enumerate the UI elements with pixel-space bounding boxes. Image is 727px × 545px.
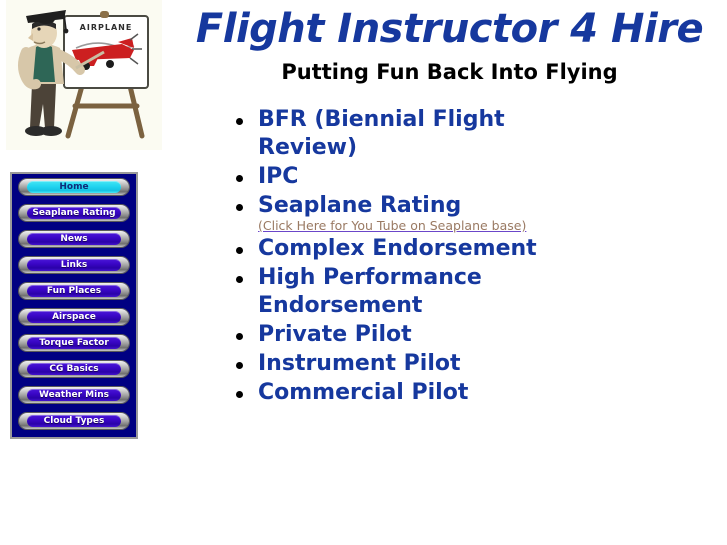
- sidebar-item-label: News: [60, 234, 88, 244]
- list-item: BFR (Biennial Flight Review): [230, 106, 558, 162]
- sidebar-item-links[interactable]: Links: [19, 257, 129, 273]
- sidebar-item-label: CG Basics: [49, 364, 99, 374]
- page-subtitle: Putting Fun Back Into Flying: [281, 60, 618, 84]
- sidebar-item-home-pill: Home: [27, 181, 121, 193]
- service-label: Private Pilot: [258, 322, 412, 347]
- sidebar-item-torque-factor-pill: Torque Factor: [27, 337, 121, 349]
- list-item: IPC: [230, 163, 558, 191]
- sidebar-item-news[interactable]: News: [19, 231, 129, 247]
- list-item: Commercial Pilot: [230, 379, 558, 407]
- sidebar-item-label: Weather Mins: [39, 390, 109, 400]
- sidebar-item-label: Home: [59, 182, 89, 192]
- service-label: Instrument Pilot: [258, 351, 461, 376]
- service-label: Complex Endorsement: [258, 236, 537, 261]
- service-label: Seaplane Rating: [258, 193, 462, 218]
- sidebar-item-label: Links: [60, 260, 88, 270]
- sidebar-nav: Home Seaplane Rating News Links Fun Plac…: [10, 172, 138, 439]
- left-column: AIRPLANE: [0, 0, 172, 545]
- instructor-illustration-svg: AIRPLANE: [6, 0, 162, 150]
- list-item: High Performance Endorsement: [230, 264, 558, 320]
- service-label: Commercial Pilot: [258, 380, 469, 405]
- sidebar-item-cg-basics-pill: CG Basics: [27, 363, 121, 375]
- sidebar-item-cg-basics[interactable]: CG Basics: [19, 361, 129, 377]
- main-content: Flight Instructor 4 Hire Putting Fun Bac…: [172, 0, 727, 545]
- sidebar-item-label: Airspace: [52, 312, 96, 322]
- sidebar-item-label: Fun Places: [46, 286, 102, 296]
- sidebar-item-seaplane-rating-pill: Seaplane Rating: [27, 207, 121, 219]
- list-item: Instrument Pilot: [230, 350, 558, 378]
- list-item: Seaplane Rating (Click Here for You Tube…: [230, 192, 558, 233]
- sidebar-item-fun-places-pill: Fun Places: [27, 285, 121, 297]
- list-item: Complex Endorsement: [230, 235, 558, 263]
- instructor-illustration: AIRPLANE: [6, 0, 162, 150]
- sidebar-item-links-pill: Links: [27, 259, 121, 271]
- sidebar-item-label: Seaplane Rating: [32, 208, 116, 218]
- sidebar-item-seaplane-rating[interactable]: Seaplane Rating: [19, 205, 129, 221]
- sidebar-item-label: Torque Factor: [39, 338, 109, 348]
- sidebar-item-home[interactable]: Home: [19, 179, 129, 195]
- sidebar-item-label: Cloud Types: [43, 416, 105, 426]
- sidebar-item-torque-factor[interactable]: Torque Factor: [19, 335, 129, 351]
- sidebar-item-weather-mins[interactable]: Weather Mins: [19, 387, 129, 403]
- sidebar-item-airspace-pill: Airspace: [27, 311, 121, 323]
- service-label: IPC: [258, 164, 299, 189]
- service-label: High Performance Endorsement: [258, 265, 482, 318]
- sidebar-item-cloud-types-pill: Cloud Types: [27, 415, 121, 427]
- sidebar-item-news-pill: News: [27, 233, 121, 245]
- sidebar-item-fun-places[interactable]: Fun Places: [19, 283, 129, 299]
- page-title: Flight Instructor 4 Hire: [195, 6, 704, 52]
- svg-text:AIRPLANE: AIRPLANE: [80, 23, 133, 32]
- service-label: BFR (Biennial Flight Review): [258, 107, 505, 160]
- sidebar-item-airspace[interactable]: Airspace: [19, 309, 129, 325]
- sidebar-item-weather-mins-pill: Weather Mins: [27, 389, 121, 401]
- seaplane-youtube-link[interactable]: (Click Here for You Tube on Seaplane bas…: [258, 218, 527, 233]
- sidebar-item-cloud-types[interactable]: Cloud Types: [19, 413, 129, 429]
- services-list: BFR (Biennial Flight Review) IPC Seaplan…: [172, 106, 727, 407]
- list-item: Private Pilot: [230, 321, 558, 349]
